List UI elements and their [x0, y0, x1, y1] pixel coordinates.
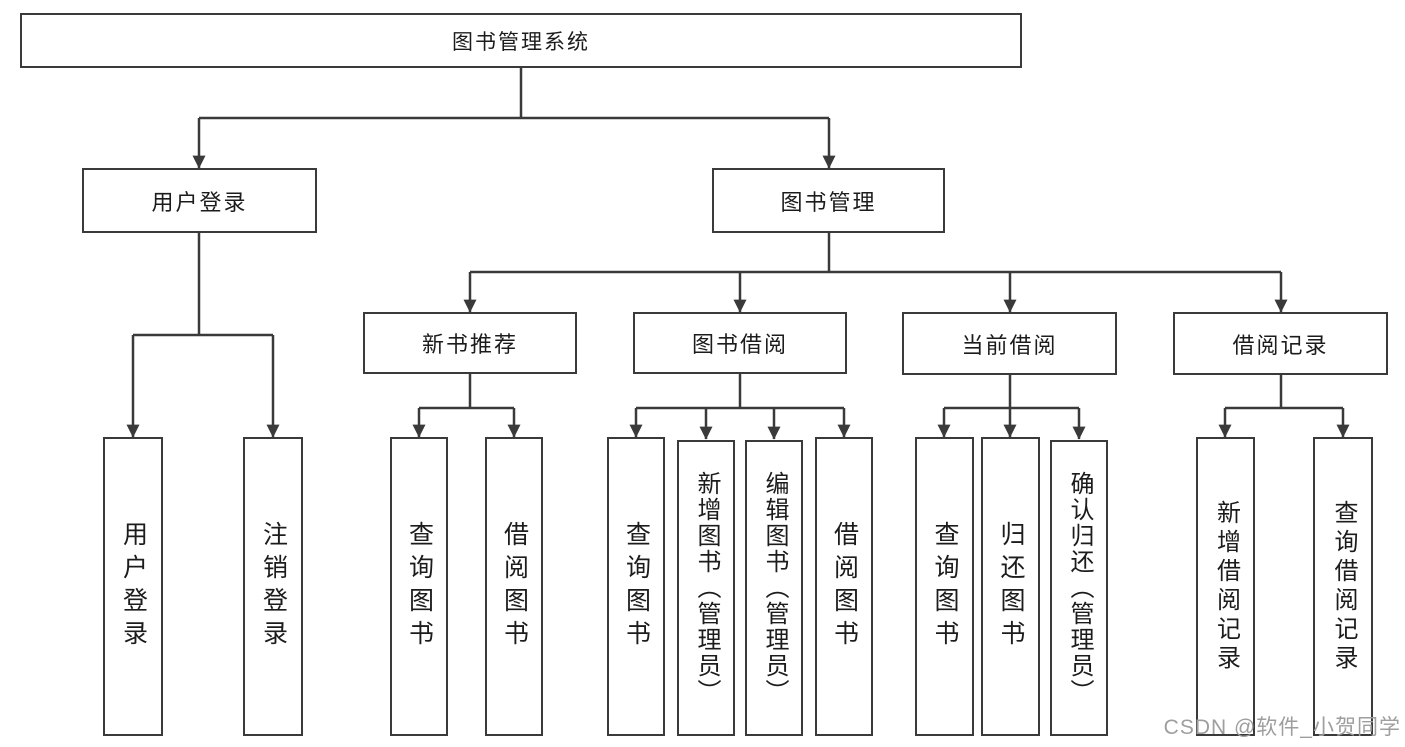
node-label: 借阅图书 [500, 520, 529, 653]
node-label: 借阅记录 [1232, 332, 1329, 358]
node-label: 归还图书 [997, 520, 1025, 653]
node-label: 用户登录 [119, 520, 148, 653]
node-label: 查询图书 [405, 520, 434, 653]
node-label: 当前借阅 [961, 332, 1058, 358]
node-current-borrowing: 当前借阅 [902, 312, 1117, 375]
node-label: 查询图书 [931, 520, 959, 653]
node-logout: 注销登录 [243, 437, 303, 736]
node-label: 新增借阅记录 [1212, 499, 1240, 674]
node-borrow-edit-books-admin: 编辑图书（管理员） [745, 440, 803, 736]
node-label: 新增图书（管理员） [693, 471, 720, 705]
node-current-query-books: 查询图书 [915, 437, 974, 736]
node-label: 新书推荐 [421, 332, 518, 357]
node-borrow-borrow-books: 借阅图书 [815, 437, 873, 736]
node-label: 图书借阅 [691, 332, 788, 357]
node-label: 图书管理 [780, 189, 877, 215]
csdn-watermark: CSDN @软件_小贺同学 [1163, 716, 1401, 739]
node-record-query-borrow-record: 查询借阅记录 [1313, 437, 1373, 736]
node-label: 确认归还（管理员） [1066, 471, 1093, 705]
node-label: 用户登录 [151, 189, 248, 215]
node-label: 查询借阅记录 [1330, 499, 1357, 674]
node-book-borrowing: 图书借阅 [633, 312, 847, 374]
node-current-return-books: 归还图书 [981, 437, 1040, 736]
node-label: 图书管理系统 [452, 30, 590, 54]
node-new-book-recommendation: 新书推荐 [363, 312, 577, 374]
node-record-add-borrow-record: 新增借阅记录 [1196, 437, 1255, 736]
node-label: 借阅图书 [830, 520, 859, 653]
node-book-management: 图书管理 [712, 168, 945, 233]
node-newbook-borrow-books: 借阅图书 [485, 437, 543, 736]
node-label: 查询图书 [622, 520, 651, 653]
node-label: 注销登录 [259, 520, 288, 653]
node-borrowing-records: 借阅记录 [1173, 312, 1388, 375]
node-newbook-query-books: 查询图书 [390, 437, 448, 736]
node-label: 编辑图书（管理员） [761, 471, 788, 705]
node-borrow-add-books-admin: 新增图书（管理员） [677, 440, 735, 736]
node-library-management-system: 图书管理系统 [20, 13, 1022, 68]
node-current-confirm-return-admin: 确认归还（管理员） [1050, 440, 1108, 736]
node-user-login: 用户登录 [82, 168, 317, 233]
node-user-login-leaf: 用户登录 [103, 437, 163, 736]
node-borrow-query-books: 查询图书 [607, 437, 665, 736]
